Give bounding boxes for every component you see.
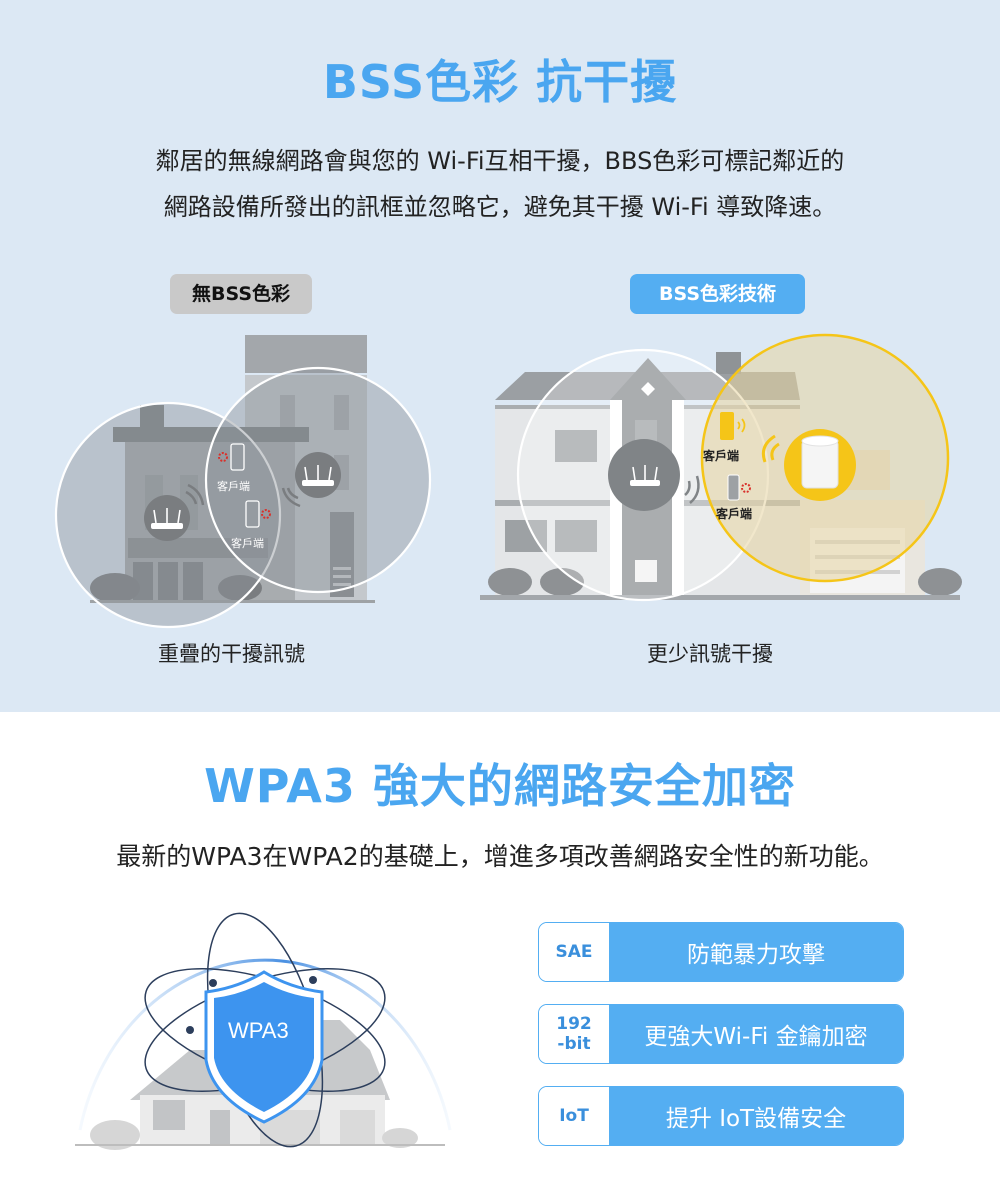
no-bss-color-badge: 無BSS色彩	[170, 274, 312, 314]
feature-tag-text: 192	[556, 1014, 592, 1034]
wpa3-shield-label: WPA3	[228, 1018, 289, 1043]
bss-color-tech-badge: BSS色彩技術	[630, 274, 805, 314]
feature-tag-text-line-2: -bit	[557, 1034, 591, 1054]
interference-icon	[261, 509, 271, 519]
bss-color-illustration: 客戶端 客戶端	[480, 330, 970, 630]
wpa3-section: WPA3 強大的網路安全加密 最新的WPA3在WPA2的基礎上，增進多項改善網路…	[0, 712, 1000, 1200]
bss-section-title: BSS色彩 抗干擾	[322, 55, 678, 109]
router-icon	[608, 439, 680, 511]
client-label: 客戶端	[231, 537, 264, 550]
bss-description-line-1: 鄰居的無線網路會與您的 Wi-Fi互相干擾，BBS色彩可標記鄰近的	[155, 147, 845, 175]
feature-tag: SAE	[539, 923, 609, 981]
feature-label: 防範暴力攻擊	[609, 923, 903, 981]
phone-icon	[727, 474, 740, 501]
feature-sae: SAE 防範暴力攻擊	[538, 922, 904, 982]
less-interference-caption: 更少訊號干擾	[647, 642, 773, 666]
feature-tag: IoT	[539, 1087, 609, 1145]
feature-iot: IoT 提升 IoT設備安全	[538, 1086, 904, 1146]
phone-icon	[245, 500, 260, 528]
interference-icon	[218, 452, 228, 462]
wpa3-shield-illustration: WPA3	[70, 900, 490, 1160]
client-label: 客戶端	[703, 449, 740, 463]
feature-tag-text: SAE	[555, 942, 593, 962]
overlapping-interference-illustration: 客戶端 客戶端	[50, 330, 450, 630]
feature-label: 更強大Wi-Fi 金鑰加密	[609, 1005, 903, 1063]
feature-192bit: 192 -bit 更強大Wi-Fi 金鑰加密	[538, 1004, 904, 1064]
router-right-icon	[295, 452, 341, 498]
house-icon	[480, 333, 962, 602]
client-label: 客戶端	[716, 507, 753, 521]
feature-tag: 192 -bit	[539, 1005, 609, 1063]
apartment-buildings-icon	[54, 335, 432, 629]
wpa3-section-title: WPA3 強大的網路安全加密	[204, 759, 796, 813]
overlapping-interference-caption: 重疊的干擾訊號	[158, 642, 305, 666]
bss-section-description: 鄰居的無線網路會與您的 Wi-Fi互相干擾，BBS色彩可標記鄰近的 網路設備所發…	[0, 138, 1000, 230]
interference-icon	[741, 483, 751, 493]
bss-color-section: BSS色彩 抗干擾 鄰居的無線網路會與您的 Wi-Fi互相干擾，BBS色彩可標記…	[0, 0, 1000, 712]
shield-house-icon	[75, 912, 452, 1150]
phone-icon	[720, 412, 734, 440]
client-label: 客戶端	[217, 480, 250, 493]
feature-label: 提升 IoT設備安全	[609, 1087, 903, 1145]
router-left-icon	[144, 495, 190, 541]
feature-tag-text: IoT	[559, 1106, 589, 1126]
wpa3-section-description: 最新的WPA3在WPA2的基礎上，增進多項改善網路安全性的新功能。	[116, 842, 884, 871]
mesh-router-icon	[784, 429, 856, 501]
bss-description-line-2: 網路設備所發出的訊框並忽略它，避免其干擾 Wi-Fi 導致降速。	[163, 193, 837, 221]
phone-icon	[230, 443, 245, 471]
